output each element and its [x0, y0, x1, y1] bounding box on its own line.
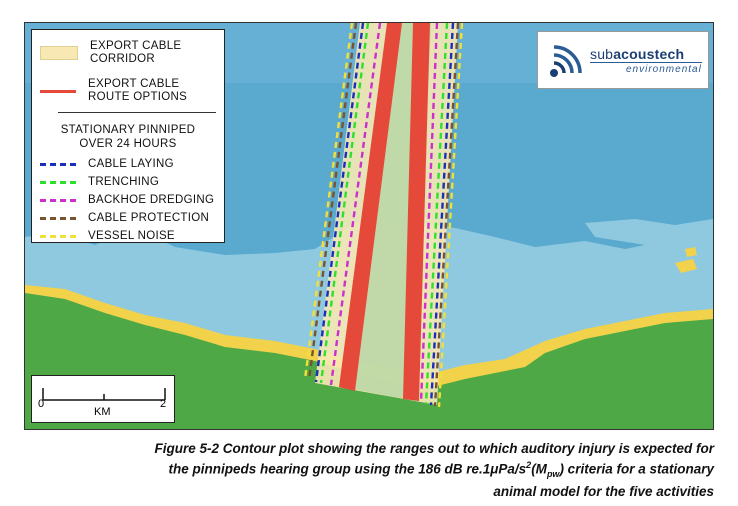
cable-laying-swatch: [40, 163, 76, 166]
figure-caption: Figure 5-2 Contour plot showing the rang…: [24, 440, 714, 500]
scale-bar: 0 2 KM: [31, 375, 175, 423]
caption-line2: the pinnipeds hearing group using the 18…: [24, 457, 714, 483]
corridor-label-line1: EXPORT CABLE: [90, 40, 182, 52]
map-frame: EXPORT CABLE CORRIDOR EXPORT CABLE ROUTE…: [24, 22, 714, 430]
subacoustech-logo: subacoustech environmental: [537, 31, 709, 89]
vessel-noise-label: VESSEL NOISE: [88, 230, 175, 242]
legend-item-cable-protection: CABLE PROTECTION: [40, 212, 209, 225]
legend-heading: STATIONARY PINNIPED OVER 24 HOURS: [32, 123, 224, 151]
cable-protection-contour-west: [307, 23, 358, 381]
map-legend: EXPORT CABLE CORRIDOR EXPORT CABLE ROUTE…: [31, 29, 225, 243]
cable-protection-label: CABLE PROTECTION: [88, 212, 210, 224]
route-label-line2: ROUTE OPTIONS: [88, 91, 188, 103]
logo-name-part1: sub: [590, 46, 614, 62]
backhoe-dredging-contour-east: [419, 23, 439, 404]
cable-laying-contour-east: [429, 23, 455, 406]
trenching-label: TRENCHING: [88, 176, 160, 188]
legend-item-trenching: TRENCHING: [40, 176, 159, 189]
route-swatch: [40, 89, 76, 93]
intertidal-spot: [675, 259, 697, 273]
backhoe-dredging-label: BACKHOE DREDGING: [88, 194, 215, 206]
trenching-contour-west: [319, 23, 370, 384]
scale-bar-graphic: [42, 388, 166, 401]
trenching-contour-east: [424, 23, 449, 405]
shallow-sea-patch: [585, 219, 713, 245]
sound-waves-icon: [550, 45, 582, 77]
caption-line2-paren: (M: [531, 461, 547, 477]
caption-line1: Figure 5-2 Contour plot showing the rang…: [154, 441, 714, 456]
vessel-noise-contour-east: [437, 23, 464, 408]
route-option-east: [403, 23, 430, 401]
scale-unit: KM: [94, 406, 111, 418]
caption-subscript: pw: [546, 469, 560, 480]
backhoe-dredging-contour-west: [329, 23, 382, 386]
intertidal-spot-2: [685, 247, 697, 257]
logo-subtitle: environmental: [626, 64, 702, 75]
trenching-swatch: [40, 181, 76, 184]
backhoe-dredging-swatch: [40, 199, 76, 202]
scale-tick-start: 0: [38, 398, 45, 410]
scale-tick-end: 2: [160, 398, 167, 410]
cable-protection-swatch: [40, 217, 76, 220]
cable-laying-contour-west: [314, 23, 365, 383]
vessel-noise-swatch: [40, 235, 76, 238]
logo-name-part2: acoustech: [613, 46, 685, 62]
corridor-label-line2: CORRIDOR: [90, 53, 156, 65]
caption-line3: animal model for the five activities: [493, 484, 714, 500]
legend-item-backhoe-dredging: BACKHOE DREDGING: [40, 194, 214, 207]
route-label-line1: EXPORT CABLE: [88, 78, 180, 90]
legend-separator: [58, 112, 216, 113]
legend-item-vessel-noise: VESSEL NOISE: [40, 230, 175, 243]
legend-heading-line1: STATIONARY PINNIPED: [60, 124, 196, 136]
legend-heading-line2: OVER 24 HOURS: [79, 138, 177, 150]
corridor-swatch: [40, 46, 78, 60]
logo-name: subacoustech: [590, 46, 684, 62]
caption-line2-prefix: the pinnipeds hearing group using the 18…: [168, 461, 527, 477]
cable-protection-contour-east: [433, 23, 460, 407]
caption-line2-suffix: ) criteria for a stationary: [559, 461, 714, 477]
legend-item-route: EXPORT CABLE ROUTE OPTIONS: [40, 78, 187, 104]
cable-laying-label: CABLE LAYING: [88, 158, 174, 170]
route-option-west: [339, 23, 402, 391]
land-area: [25, 293, 713, 429]
legend-item-corridor: EXPORT CABLE CORRIDOR: [40, 40, 181, 66]
logo-rule: [590, 62, 702, 63]
legend-item-cable-laying: CABLE LAYING: [40, 158, 174, 171]
caption-superscript: 2: [526, 460, 532, 470]
